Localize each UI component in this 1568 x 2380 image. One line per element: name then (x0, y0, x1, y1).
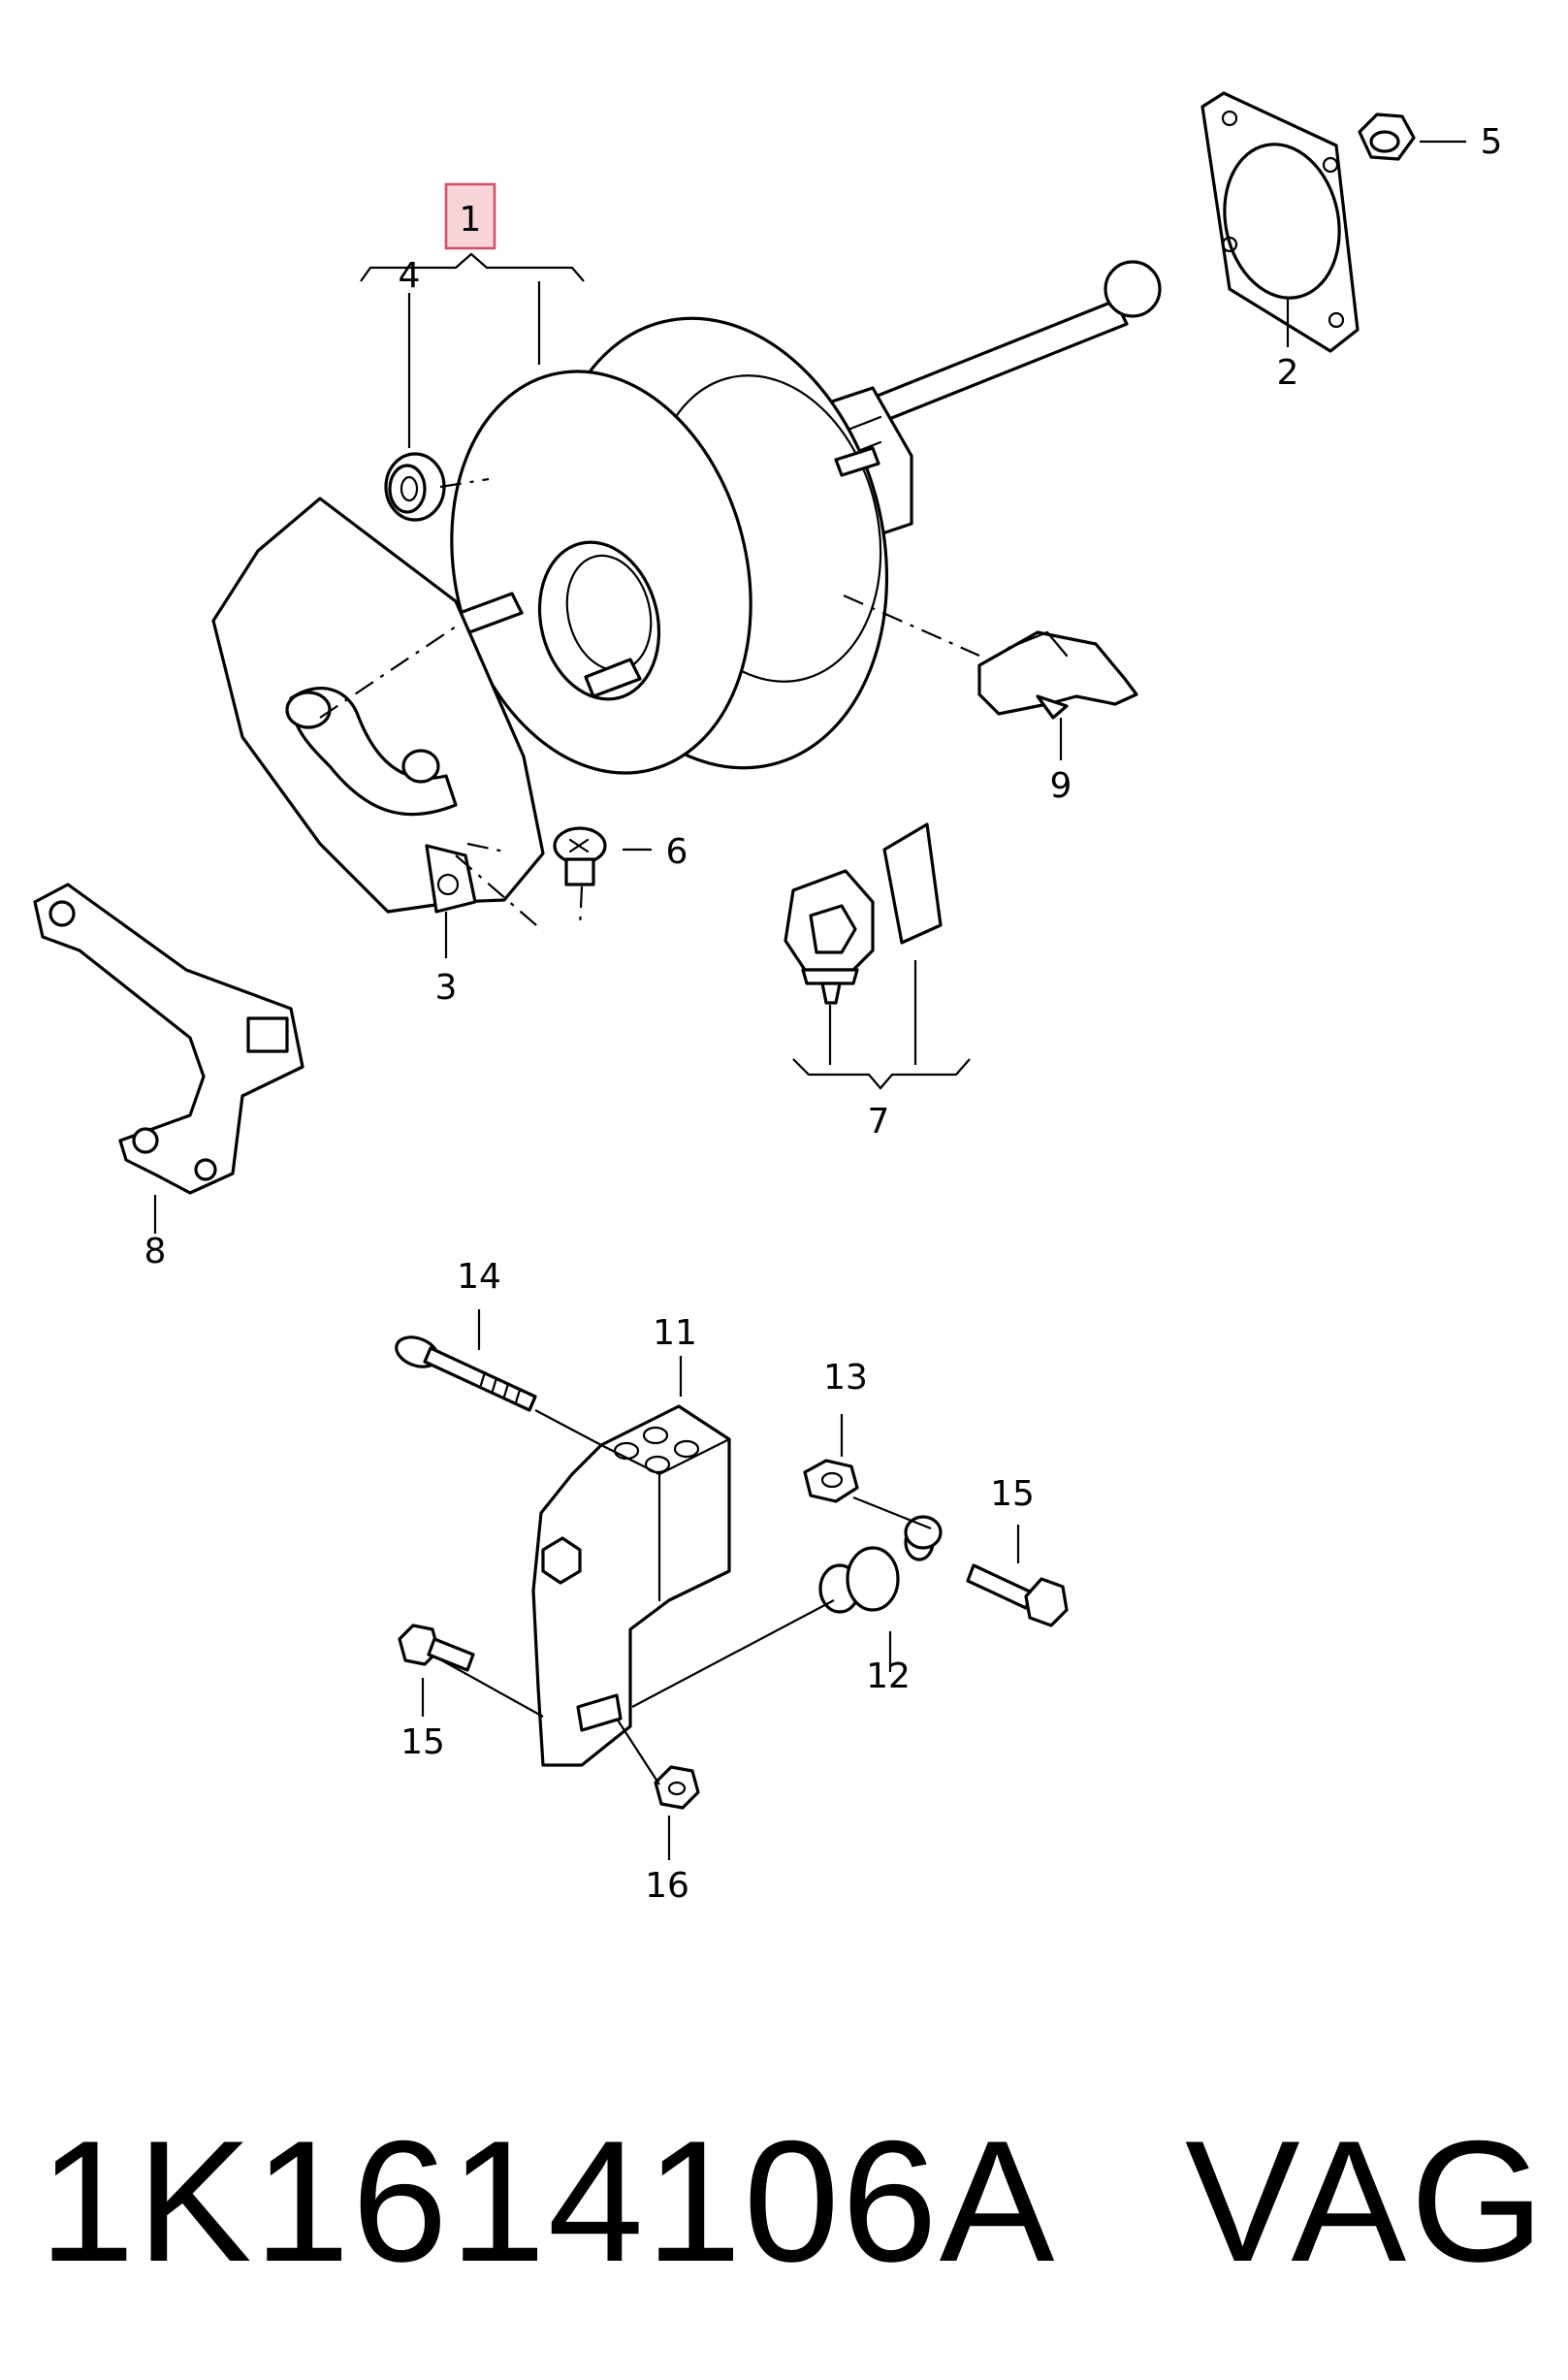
nut-13-part (803, 1459, 859, 1503)
callout-11: 11 (653, 1313, 697, 1353)
footer: 1K1614106A VAG (0, 2085, 1568, 2318)
callout-15-left: 15 (400, 1722, 445, 1762)
callout-12: 12 (866, 1656, 911, 1696)
callout-8: 8 (144, 1232, 167, 1271)
gasket-part (1200, 91, 1360, 353)
callout-7: 7 (868, 1102, 890, 1142)
callout-2: 2 (1277, 353, 1299, 393)
callout-3: 3 (435, 968, 458, 1008)
bolt-15-left-part (398, 1624, 475, 1672)
nut-16-part (654, 1765, 700, 1810)
heat-shield-part (211, 497, 545, 914)
callout-5: 5 (1481, 122, 1503, 162)
bolt-15-right-part (904, 1515, 1069, 1627)
bracket-part (33, 883, 304, 1195)
vacuum-sensor-part (784, 869, 875, 1005)
callout-14: 14 (457, 1257, 501, 1297)
leader-lines (153, 140, 1466, 1860)
part-number-label: 1K1614106A (39, 2105, 1057, 2298)
callout-13: 13 (823, 1358, 868, 1398)
callout-6: 6 (666, 832, 688, 872)
callout-1: 1 (460, 200, 482, 240)
brake-servo-part (450, 316, 913, 775)
screw-part (553, 826, 607, 886)
grommet-part (384, 452, 446, 522)
mounting-block-part (531, 1404, 731, 1767)
bolt-14-part (395, 1335, 537, 1412)
callout-16: 16 (645, 1866, 689, 1906)
brand-label: VAG (1185, 2105, 1549, 2298)
sensor-clip-part (977, 630, 1138, 720)
sensor-seal-part (882, 822, 943, 945)
flange-nut-part (1358, 113, 1416, 161)
highlight-box-1 (444, 182, 496, 250)
push-rod-part (851, 260, 1162, 431)
callout-15-right: 15 (990, 1474, 1035, 1514)
callout-9: 9 (1050, 766, 1072, 806)
callout-4: 4 (399, 256, 421, 296)
